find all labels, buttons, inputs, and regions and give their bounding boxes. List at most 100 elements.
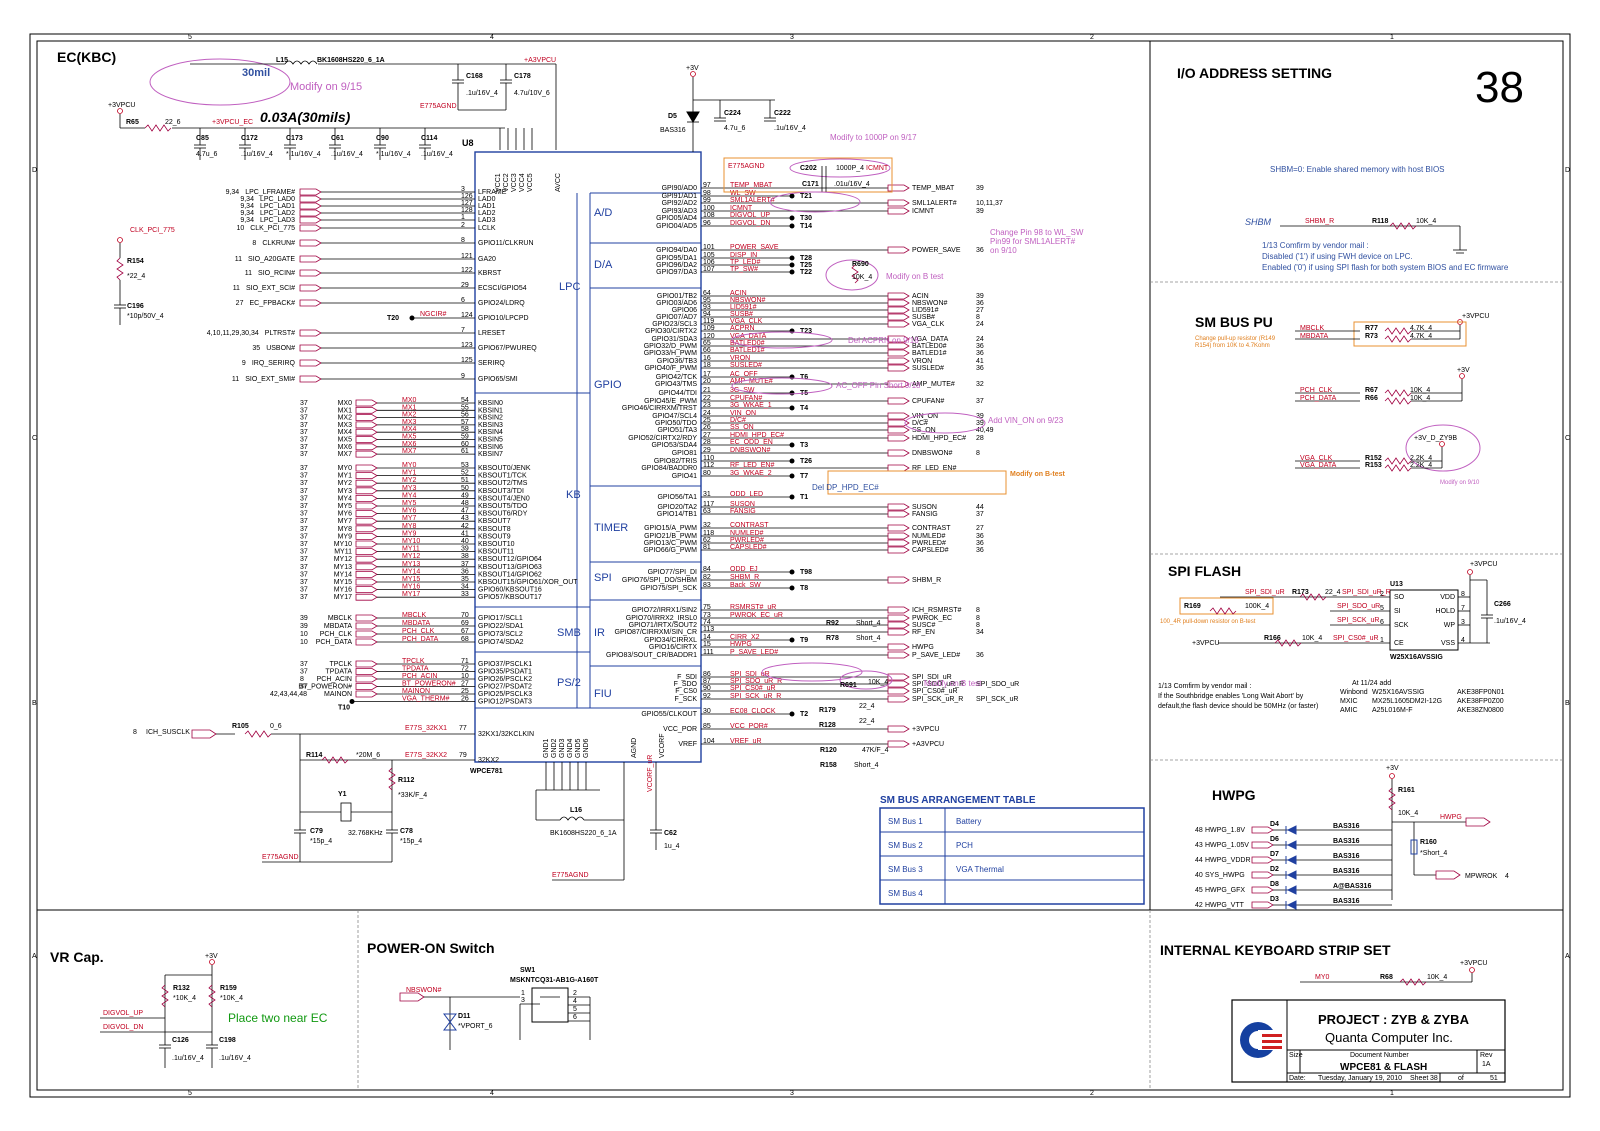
- net-label: MX0: [338, 400, 353, 407]
- svg-text:R158: R158: [820, 762, 837, 769]
- pin-number: 124: [461, 312, 473, 319]
- net-label: VGA_CLK: [912, 321, 945, 328]
- net-label: MY1: [338, 473, 353, 480]
- pin-number: 6: [1380, 619, 1384, 626]
- svg-text:1: 1: [521, 990, 525, 997]
- pin-name: GPIO71/IRTX/SOUT2: [629, 622, 697, 629]
- pin-number: 62: [703, 537, 711, 544]
- net-label-colored: MY8: [402, 523, 417, 530]
- test-point-ref: T14: [800, 223, 812, 230]
- zone-col: 2: [1090, 1090, 1094, 1097]
- pin-number: 73: [703, 612, 711, 619]
- svg-text:51: 51: [1490, 1075, 1498, 1082]
- net-label: MY10: [334, 541, 352, 548]
- pin-number: 83: [703, 582, 711, 589]
- pin-number: 71: [461, 658, 469, 665]
- pin-name: GPIO73/SCL2: [478, 631, 523, 638]
- svg-text:Disabled ('1') if using FWH de: Disabled ('1') if using FWH device on LP…: [1262, 252, 1413, 261]
- svg-text:TIMER: TIMER: [594, 522, 628, 534]
- pin-name: SERIRQ: [478, 360, 505, 367]
- vendor-part: W25X16AVSSIG: [1372, 689, 1424, 696]
- sheet-ref: 36: [976, 533, 984, 540]
- net-label: MY13: [334, 564, 352, 571]
- net-label: MY3: [338, 488, 353, 495]
- net-label-colored: VRON: [730, 355, 750, 362]
- net-label-colored: SPI_SDI_uR: [730, 671, 770, 678]
- net-label: +3VPCU: [912, 726, 939, 733]
- pin-number: 53: [461, 462, 469, 469]
- spi-flash: U13 W25X16AVSSIG +3VPCU C266 .1u/16V_4: [1389, 561, 1526, 661]
- ec-vcc-diode: +3V D5 BAS316 C224 4.7u_6 C222 .1u/16V_4…: [660, 65, 917, 152]
- svg-text:32KX2: 32KX2: [478, 757, 499, 764]
- svg-text:Y1: Y1: [338, 791, 347, 798]
- svg-text:22_4: 22_4: [859, 718, 875, 725]
- svg-text:C198: C198: [219, 1037, 236, 1044]
- pin-number: 80: [703, 470, 711, 477]
- pin-number: 26: [461, 696, 469, 703]
- pin-name: KBSIN7: [478, 451, 503, 458]
- net-label: D/C#: [912, 420, 928, 427]
- net-label-colored: AMP_MUTE#: [730, 378, 773, 385]
- net-label: RF_EN: [912, 629, 935, 636]
- page-number: 38: [1475, 63, 1524, 112]
- net-label-colored: NBSWON#: [730, 297, 766, 304]
- net-label-colored: SPI_SDO_uR_R: [730, 678, 782, 685]
- svg-text:KB: KB: [566, 489, 581, 501]
- diode-ref: D2: [1270, 866, 1279, 873]
- svg-text:WPCE781: WPCE781: [470, 768, 503, 775]
- gnd-pin-label: VCORF: [659, 734, 666, 759]
- net-label-colored: MX7: [402, 448, 417, 455]
- svg-text:LPC: LPC: [559, 281, 580, 293]
- sheet-ref: 37: [300, 451, 308, 458]
- resistor-value: 10K_4: [1410, 387, 1430, 394]
- pin-name: GPIO83/SOUT_CR/BADDR1: [606, 652, 697, 659]
- svg-text:SHBM_R: SHBM_R: [1305, 218, 1334, 225]
- net-label-colored: BATLED1#: [730, 347, 765, 354]
- pin-name: GPIO01/TB2: [657, 293, 697, 300]
- net-label-colored: 3G_WKAE_1: [730, 402, 772, 409]
- pin-name: GPIO21/B_PWM: [644, 533, 697, 540]
- svg-text:CLK_PCI_775: CLK_PCI_775: [130, 227, 175, 234]
- pin-name: GPIO16/CIRTX: [649, 644, 697, 651]
- net-label: ACIN: [912, 293, 929, 300]
- pin-number: 87: [703, 678, 711, 685]
- zone-row: D: [1565, 167, 1570, 174]
- net-label-colored: MAINON: [402, 688, 430, 695]
- net-label-colored: PWROK_EC_uR: [730, 612, 783, 619]
- pin-name: GPIO14/TB1: [657, 511, 697, 518]
- net-label-colored: 3G_WKAE_2: [730, 470, 772, 477]
- pin-name: VDD: [1440, 594, 1455, 601]
- sheet-ref: 42: [1195, 902, 1203, 909]
- pin-number: 28: [703, 439, 711, 446]
- net-label: CPUFAN#: [912, 398, 944, 405]
- pin-name: GPIO70/IRRX2_IRSL0: [626, 615, 697, 622]
- svg-text:R118: R118: [1372, 218, 1388, 225]
- net-label: TPCLK: [329, 661, 352, 668]
- power-on-switch: NBSWON# D11 *VPORT_6 SW1 MSKNTCQ31-AB1G-…: [399, 967, 599, 1050]
- test-point: [789, 223, 795, 229]
- gnd-pin-label: GND2: [551, 738, 558, 758]
- pin-number: 32: [703, 522, 711, 529]
- zone-col: 4: [490, 1090, 494, 1097]
- svg-text:0.03A(30mils): 0.03A(30mils): [260, 109, 351, 125]
- sheet-ref: 10: [300, 631, 308, 638]
- svg-text:C171: C171: [802, 181, 819, 188]
- net-label: MY15: [334, 579, 352, 586]
- pin-number: 65: [703, 340, 711, 347]
- test-point: [789, 262, 795, 268]
- sheet-ref: 40,49: [976, 427, 994, 434]
- net-label-colored: MX5: [402, 434, 417, 441]
- net-label-colored: MY17: [402, 591, 420, 598]
- vendor-code: AKE38FP0Z00: [1457, 698, 1504, 705]
- pin-name: GPIO24/LDRQ: [478, 300, 525, 307]
- pin-number: 5: [1380, 605, 1384, 612]
- pin-number: 56: [461, 412, 469, 419]
- svg-text:1000P_4: 1000P_4: [836, 165, 864, 172]
- sheet-ref: 37: [300, 480, 308, 487]
- svg-text:.1u/16V_4: .1u/16V_4: [774, 125, 806, 132]
- pin-name: GPIO75/SPI_SCK: [640, 585, 697, 592]
- sheet-ref: 36: [976, 365, 984, 372]
- net-label: TEMP_MBAT: [912, 185, 955, 192]
